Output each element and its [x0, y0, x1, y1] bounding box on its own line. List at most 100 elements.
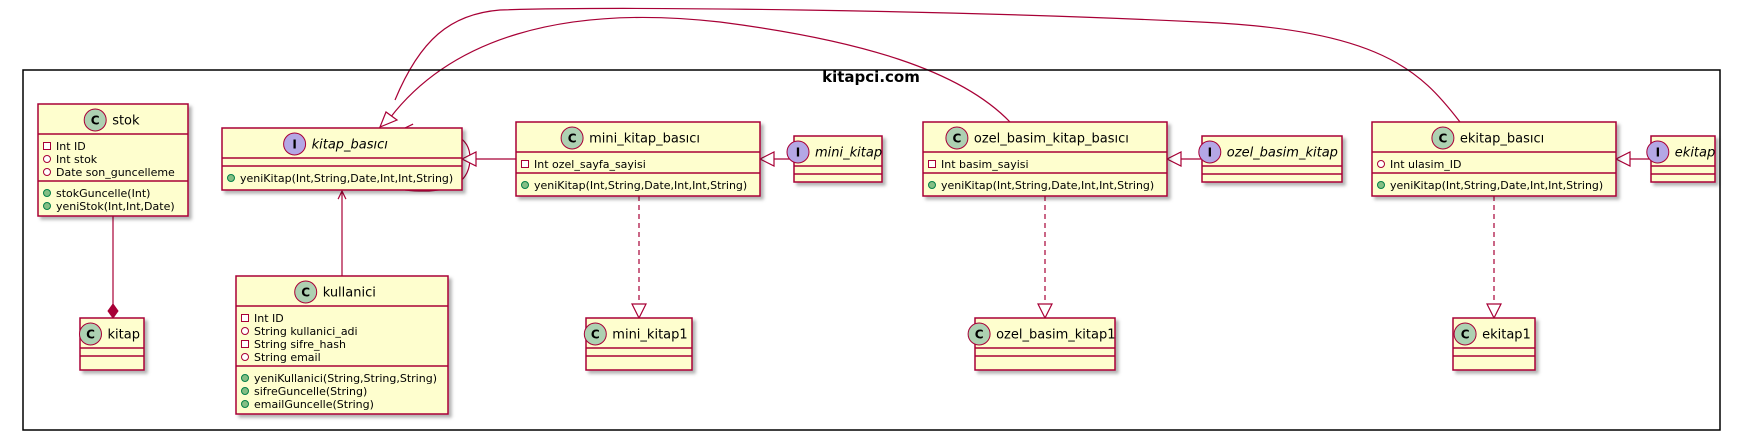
public-visibility-icon — [227, 174, 235, 182]
stok-name: stok — [112, 114, 140, 129]
kullanici-box — [235, 275, 449, 415]
package-frame — [22, 69, 1721, 431]
kitap-basici-name: kitap_basıcı — [312, 138, 389, 153]
public-visibility-icon — [43, 168, 51, 176]
interface-badge-icon — [283, 132, 307, 156]
class-badge-icon — [1431, 126, 1455, 150]
method-text: yeniStok(Int,Int,Date) — [56, 200, 175, 213]
kitap-name: kitap — [108, 328, 140, 343]
public-visibility-icon — [241, 387, 249, 395]
realization-arrowhead-icon — [1486, 303, 1502, 320]
method-text: emailGuncelle(String) — [254, 398, 374, 411]
interface-badge-icon — [1198, 140, 1222, 164]
stok-box — [37, 103, 189, 217]
badge-letter: I — [1656, 146, 1660, 160]
generalization-arrowhead-icon — [460, 151, 477, 167]
package-layer: kitapci.com — [22, 68, 1721, 431]
public-visibility-icon — [43, 202, 51, 210]
class-badge-icon — [79, 322, 102, 346]
association-arrowhead-icon — [337, 189, 347, 200]
class-badge-icon — [560, 126, 584, 150]
field-text: String sifre_hash — [254, 338, 346, 351]
method-text: yeniKitap(Int,String,Date,Int,Int,String… — [534, 179, 747, 192]
badge-letter: C — [1461, 328, 1470, 342]
ozel-basim-kitap-name: ozel_basim_kitap — [1227, 146, 1338, 161]
method-text: yeniKitap(Int,String,Date,Int,Int,String… — [1390, 179, 1603, 192]
private-visibility-icon — [43, 142, 51, 150]
public-visibility-icon — [43, 189, 51, 197]
badge-letter: C — [86, 328, 95, 342]
badge-letter: C — [91, 114, 100, 128]
public-visibility-icon — [43, 155, 51, 163]
generalization-line — [394, 7, 1461, 123]
realization-arrowhead-icon — [1037, 303, 1053, 320]
ekitap-name: ekitap — [1675, 146, 1715, 161]
mini-kitap1-name: mini_kitap1 — [612, 328, 687, 343]
badge-letter: C — [1438, 132, 1447, 146]
field-text: Date son_guncelleme — [56, 166, 175, 179]
badge-letter: C — [568, 132, 577, 146]
kullanici-name: kullanici — [323, 286, 376, 301]
class-badge-icon — [1453, 322, 1477, 346]
private-visibility-icon — [241, 314, 249, 322]
ozel-basim-kitap-basici-name: ozel_basim_kitap_basıcı — [974, 132, 1129, 147]
method-text: yeniKitap(Int,String,Date,Int,Int,String… — [240, 172, 453, 185]
mini-kitap-name: mini_kitap — [815, 146, 882, 161]
package-title: kitapci.com — [822, 68, 920, 86]
method-text: sifreGuncelle(String) — [254, 385, 367, 398]
badge-letter: I — [796, 146, 800, 160]
interface-badge-icon — [1646, 140, 1670, 164]
public-visibility-icon — [1377, 181, 1385, 189]
badge-letter: C — [301, 286, 310, 300]
public-visibility-icon — [241, 400, 249, 408]
ozel-basim-kitap1-box — [974, 317, 1116, 371]
generalization-arrowhead-icon — [1165, 151, 1182, 167]
field-text: Int ozel_sayfa_sayisi — [534, 158, 646, 171]
class-badge-icon — [83, 108, 107, 132]
field-text: Int ulasim_ID — [1390, 158, 1462, 171]
generalization-arrowhead-icon — [1614, 151, 1631, 167]
badge-letter: C — [975, 328, 984, 342]
field-text: Int ID — [56, 140, 86, 153]
field-text: String kullanici_adi — [254, 325, 358, 338]
ekitap1-name: ekitap1 — [1482, 328, 1531, 343]
class-badge-icon — [294, 280, 318, 304]
mini-kitap-basici-box — [515, 121, 761, 197]
interface-badge-icon — [786, 140, 810, 164]
relations-layer — [107, 7, 1651, 320]
badge-letter: I — [292, 138, 296, 152]
public-visibility-icon — [241, 327, 249, 335]
public-visibility-icon — [928, 181, 936, 189]
public-visibility-icon — [1377, 160, 1385, 168]
public-visibility-icon — [241, 374, 249, 382]
class-badge-icon — [945, 126, 969, 150]
field-text: Int stok — [56, 153, 98, 166]
field-text: String email — [254, 351, 321, 364]
public-visibility-icon — [241, 353, 249, 361]
badge-letter: C — [591, 328, 600, 342]
field-text: Int basim_sayisi — [941, 158, 1029, 171]
generalization-arrowhead-icon — [758, 151, 775, 167]
method-text: yeniKullanici(String,String,String) — [254, 372, 437, 385]
private-visibility-icon — [928, 160, 936, 168]
private-visibility-icon — [521, 160, 529, 168]
public-visibility-icon — [521, 181, 529, 189]
badge-letter: C — [952, 132, 961, 146]
ozel-basim-kitap1-name: ozel_basim_kitap1 — [996, 328, 1115, 343]
ekitap-basici-name: ekitap_basıcı — [1460, 132, 1544, 147]
